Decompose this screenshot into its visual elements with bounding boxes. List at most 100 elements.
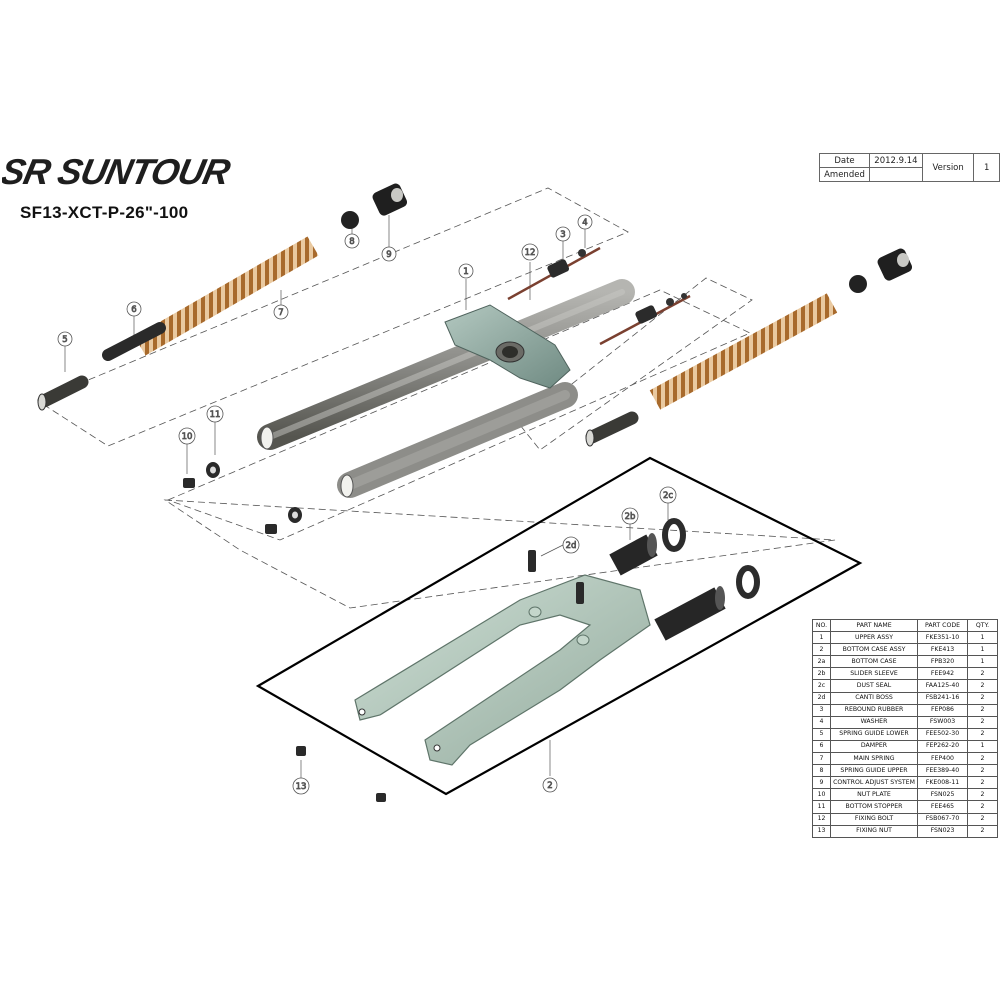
part-code: FEP086 — [917, 703, 968, 717]
svg-text:7: 7 — [278, 308, 283, 318]
part-name: DUST SEAL — [830, 679, 918, 693]
part-qty: 2 — [967, 703, 998, 717]
parts-table-header: NO. PART NAME PART CODE QTY. — [812, 618, 998, 633]
callout-5: 5 — [57, 331, 73, 347]
part-no: 5 — [812, 727, 831, 741]
header-no: NO. — [812, 618, 831, 633]
part-name: WASHER — [830, 715, 918, 729]
svg-text:11: 11 — [210, 410, 221, 420]
left-spring-assembly — [37, 183, 408, 411]
part-no: 7 — [812, 752, 831, 766]
svg-text:SR SUNTOUR: SR SUNTOUR — [2, 151, 235, 192]
part-code: FEE389-40 — [917, 764, 968, 778]
lower-assembly-frame — [255, 456, 863, 796]
callout-13: 13 — [292, 777, 310, 795]
version-value: 1 — [973, 153, 1000, 182]
part-qty: 2 — [967, 788, 998, 802]
version-label: Version — [921, 153, 975, 182]
part-no: 13 — [812, 824, 831, 838]
svg-text:2: 2 — [547, 781, 552, 791]
right-spring-assembly — [585, 248, 913, 447]
dashed-assembly-outlines — [37, 187, 836, 609]
part-name: CONTROL ADJUST SYSTEM — [830, 776, 918, 790]
amended-label: Amended — [819, 167, 870, 182]
part-no: 12 — [812, 812, 831, 826]
part-name: FIXING NUT — [830, 824, 918, 838]
part-code: FKE413 — [917, 643, 968, 657]
part-no: 6 — [812, 739, 831, 754]
part-qty: 2 — [967, 800, 998, 814]
part-code: FSN025 — [917, 788, 968, 802]
amended-value — [868, 167, 923, 182]
svg-text:2c: 2c — [663, 491, 673, 501]
part-no: 2a — [812, 655, 831, 669]
leader-lines — [64, 215, 669, 778]
part-name: SPRING GUIDE UPPER — [830, 764, 918, 778]
part-qty: 1 — [967, 739, 998, 754]
sleeves-seals — [528, 518, 760, 641]
part-qty: 2 — [967, 727, 998, 741]
part-qty: 2 — [967, 824, 998, 838]
part-name: BOTTOM STOPPER — [830, 800, 918, 814]
sr-suntour-logo: SR SUNTOUR — [2, 151, 235, 192]
part-no: 11 — [812, 800, 831, 814]
model-name: SF13-XCT-P-26"-100 — [20, 203, 189, 222]
version-box: Date 2012.9.14 Version 1 Amended — [819, 153, 1000, 182]
callout-12: 12 — [521, 243, 539, 261]
part-code: FAA125-40 — [917, 679, 968, 693]
header-part-code: PART CODE — [917, 618, 968, 633]
part-code: FPB320 — [917, 655, 968, 669]
svg-text:5: 5 — [62, 335, 67, 345]
svg-text:6: 6 — [131, 305, 136, 315]
part-code: FEE942 — [917, 667, 968, 681]
svg-text:3: 3 — [560, 230, 565, 240]
rebound-rod-parts — [507, 246, 691, 346]
callout-2d: 2d — [562, 536, 580, 554]
part-code: FSB241-16 — [917, 691, 968, 705]
callout-2c: 2c — [659, 486, 677, 504]
callout-2: 2 — [542, 777, 558, 793]
part-code: FEE502-30 — [917, 727, 968, 741]
part-code: FEP262-20 — [917, 739, 968, 754]
part-name: UPPER ASSY — [830, 631, 918, 645]
part-name: FIXING BOLT — [830, 812, 918, 826]
svg-text:9: 9 — [386, 250, 391, 260]
part-qty: 2 — [967, 679, 998, 693]
callout-7: 7 — [273, 304, 289, 320]
part-name: BOTTOM CASE — [830, 655, 918, 669]
callout-10: 10 — [178, 427, 196, 445]
part-no: 4 — [812, 715, 831, 729]
header-part-name: PART NAME — [830, 618, 918, 633]
part-no: 3 — [812, 703, 831, 717]
part-name: SPRING GUIDE LOWER — [830, 727, 918, 741]
part-qty: 2 — [967, 715, 998, 729]
part-code: FSW003 — [917, 715, 968, 729]
upper-assembly — [257, 279, 635, 498]
callout-11: 11 — [206, 405, 224, 423]
part-code: FSN023 — [917, 824, 968, 838]
svg-text:2d: 2d — [566, 541, 577, 551]
callout-8: 8 — [344, 233, 360, 249]
part-qty: 1 — [967, 655, 998, 669]
part-no: 1 — [812, 631, 831, 645]
svg-text:12: 12 — [525, 248, 536, 258]
part-name: BOTTOM CASE ASSY — [830, 643, 918, 657]
svg-text:8: 8 — [349, 237, 354, 247]
callout-2b: 2b — [621, 507, 639, 525]
part-name: DAMPER — [830, 739, 918, 754]
part-code: FKE008-11 — [917, 776, 968, 790]
part-no: 10 — [812, 788, 831, 802]
